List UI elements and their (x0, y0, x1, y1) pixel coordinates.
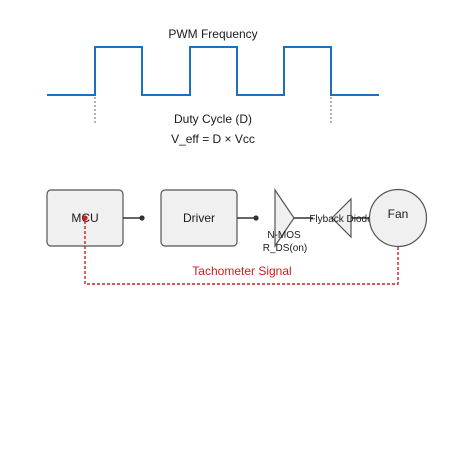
fan-label: Fan (388, 207, 409, 221)
mcu-driver-junction (139, 215, 145, 221)
fan-symbol (368, 188, 428, 248)
flyback-diode-label: Flyback Diode (309, 214, 373, 225)
tachometer-input-dot (82, 215, 88, 221)
nmos-transistor-symbol (274, 188, 295, 248)
driver-label: Driver (183, 211, 215, 225)
duty-cycle-label: Duty Cycle (D) (174, 112, 252, 126)
tachometer-signal-label: Tachometer Signal (192, 264, 291, 278)
effective-voltage-formula: V_eff = D × Vcc (171, 132, 255, 146)
driver-mosfet-junction (253, 215, 259, 221)
pwm-frequency-label: PWM Frequency (168, 27, 257, 41)
nmos-label: N-MOS (267, 230, 301, 241)
tachometer-feedback-line (84, 218, 399, 285)
rdson-label: R_DS(on) (263, 243, 307, 254)
pwm-waveform (47, 46, 379, 96)
